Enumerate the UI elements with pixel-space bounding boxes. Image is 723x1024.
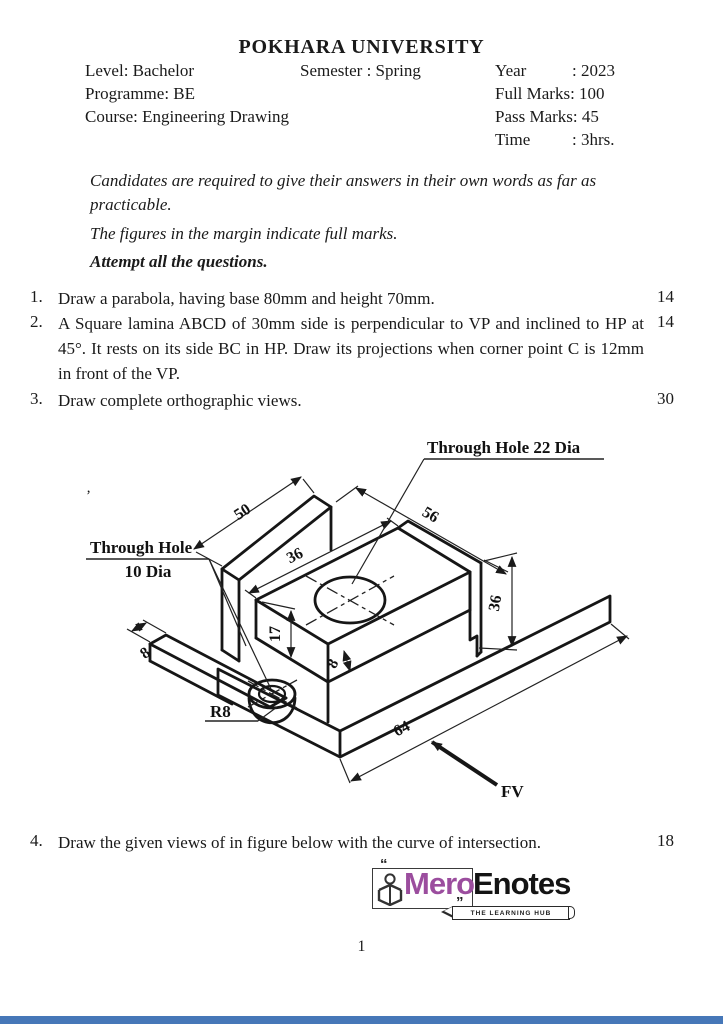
q3-number: 3. bbox=[30, 389, 43, 408]
bottom-blue-bar bbox=[0, 1016, 723, 1024]
meroenotes-logo: “ ” Mero Enotes THE LEARNING HUB bbox=[360, 856, 590, 930]
dim-8-mid-label: 8 bbox=[324, 656, 343, 671]
front-view-arrow bbox=[430, 740, 499, 787]
logo-mero-text: Mero bbox=[404, 866, 475, 901]
instruction-attempt: Attempt all the questions. bbox=[90, 252, 268, 271]
q2-marks: 14 bbox=[657, 312, 674, 331]
header-full-marks: Full Marks: 100 bbox=[495, 84, 605, 103]
logo-box-outline bbox=[372, 868, 473, 909]
dim-64-label: 64 bbox=[391, 718, 413, 741]
instruction-figures: The figures in the margin indicate full … bbox=[90, 224, 398, 243]
stray-tick-mark: ’ bbox=[86, 488, 91, 504]
r8-label: R8 bbox=[210, 702, 231, 721]
logo-enotes-text: Enotes bbox=[473, 866, 571, 901]
q1-marks: 14 bbox=[657, 287, 674, 306]
header-pass-marks: Pass Marks: 45 bbox=[495, 107, 599, 126]
dimension-lines bbox=[86, 458, 630, 784]
dim-56-label: 56 bbox=[419, 504, 441, 527]
hole10-label-line2: 10 Dia bbox=[125, 562, 172, 581]
header-semester: Semester : Spring bbox=[300, 61, 421, 80]
q3-text: Draw complete orthographic views. bbox=[58, 391, 302, 410]
q1-number: 1. bbox=[30, 287, 43, 306]
reader-icon bbox=[377, 873, 403, 906]
dim-50-label: 50 bbox=[231, 501, 254, 524]
header-time-value: : 3hrs. bbox=[572, 130, 615, 149]
dim-36-top-label: 36 bbox=[284, 545, 306, 567]
logo-tagline: THE LEARNING HUB bbox=[470, 909, 552, 917]
logo-open-quote: “ bbox=[380, 856, 388, 873]
q2-number: 2. bbox=[30, 312, 43, 331]
header-course: Course: Engineering Drawing bbox=[85, 107, 289, 126]
q4-marks: 18 bbox=[657, 831, 674, 850]
pencil-eraser-icon bbox=[568, 905, 575, 919]
hole10-label-line1: Through Hole bbox=[90, 538, 193, 557]
instruction-candidates: Candidates are required to give their an… bbox=[90, 171, 597, 215]
q4-number: 4. bbox=[30, 831, 43, 850]
fv-label: FV bbox=[501, 782, 524, 801]
page-number: 1 bbox=[357, 938, 366, 955]
hole22-label: Through Hole 22 Dia bbox=[427, 438, 581, 457]
header-programme: Programme: BE bbox=[85, 84, 196, 103]
header-year-label: Year bbox=[495, 61, 527, 80]
dim-36-right-label: 36 bbox=[486, 594, 506, 613]
header-level: Level: Bachelor bbox=[85, 61, 195, 80]
q3-marks: 30 bbox=[657, 389, 674, 408]
header-time-label: Time bbox=[495, 130, 531, 149]
logo-close-quote: ” bbox=[456, 894, 464, 911]
header-year-value: : 2023 bbox=[572, 61, 615, 80]
q4-text: Draw the given views of in figure below … bbox=[58, 833, 541, 852]
university-title: POKHARA UNIVERSITY bbox=[238, 36, 485, 58]
logo-pencil-banner: THE LEARNING HUB bbox=[441, 905, 575, 920]
isometric-figure: Through Hole 22 Dia Through Hole 10 Dia … bbox=[86, 438, 630, 801]
q2-text: A Square lamina ABCD of 30mm side is per… bbox=[58, 314, 644, 383]
pencil-tip-icon bbox=[441, 905, 453, 918]
q1-text: Draw a parabola, having base 80mm and he… bbox=[58, 289, 435, 308]
dim-17-label: 17 bbox=[267, 626, 284, 642]
